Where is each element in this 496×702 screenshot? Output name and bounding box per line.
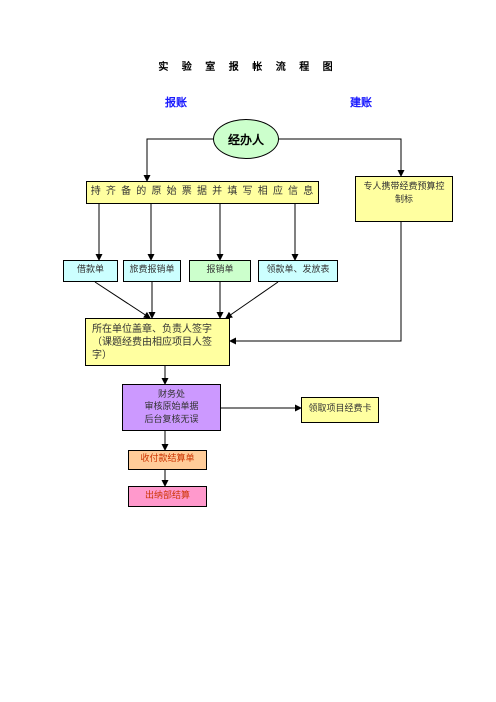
finance-line-2: 审核原始单据 [144,402,199,413]
cashier-settlement-box: 出纳部结算 [128,486,207,507]
arrow-form1-to-sign [94,281,151,319]
form-reimburse-box: 报销单 [189,260,251,282]
project-card-box: 领取项目经费卡 [301,397,379,423]
header-account-setup: 建账 [350,96,372,109]
collect-documents-box: 持 齐 备 的 原 始 票 据 并 填 写 相 应 信 息 [86,181,319,204]
arrow-form4-to-sign [225,281,279,319]
arrow-budget-to-sign [229,222,402,345]
start-node: 经办人 [213,119,279,159]
settlement-form-box: 收付款结算单 [128,450,207,470]
form-loan-box: 借款单 [63,260,118,282]
finance-line-3: 后台复核无误 [144,414,199,425]
arrow-start-to-collect [143,138,213,182]
budget-control-box: 专人携带经费预算控制标 [355,176,453,222]
form-payment-box: 领款单、发放表 [258,260,338,282]
finance-line-1: 财务处 [157,389,185,400]
finance-office-box: 财务处 审核原始单据 后台复核无误 [122,384,221,431]
arrow-start-to-budget [279,138,405,177]
page-title: 实 验 室 报 帐 流 程 图 [158,62,338,73]
seal-signature-box: 所在单位盖章、负责人签字（课题经费由相应项目人签字） [85,318,230,366]
header-reimburse: 报账 [165,96,187,109]
form-travel-box: 旅费报销单 [123,260,181,282]
